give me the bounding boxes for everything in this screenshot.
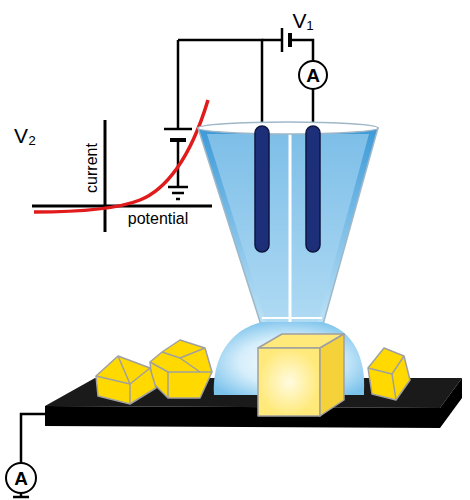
battery-symbol — [282, 28, 290, 52]
ammeter-circle: A — [5, 462, 37, 494]
ground-symbol — [168, 187, 188, 199]
ammeter-circle: A — [298, 60, 328, 90]
gold-crystals — [96, 334, 410, 416]
ammeter-letter: A — [14, 469, 28, 488]
electrode — [255, 126, 320, 252]
axis-label: current — [84, 143, 100, 193]
ammeter-letter: A — [306, 66, 320, 85]
battery-symbol — [164, 129, 192, 140]
voltage-label: V₁ — [292, 10, 313, 31]
ground-symbol — [13, 496, 29, 499]
axis-label: potential — [128, 211, 189, 227]
theta-pipette — [198, 122, 378, 328]
voltage-label: V₂ — [14, 125, 36, 146]
iv-graph — [32, 100, 212, 232]
